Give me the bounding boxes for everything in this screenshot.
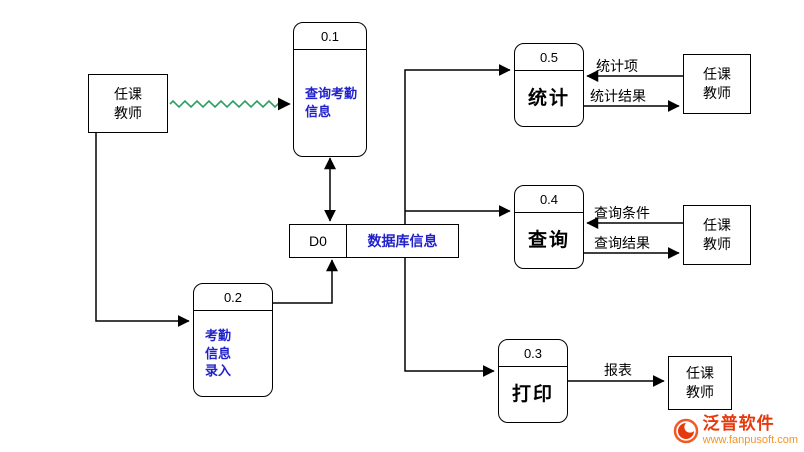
process-04-label: 查询: [527, 229, 570, 251]
fanpu-logo-icon: [673, 418, 699, 444]
process-05-id: 0.5: [515, 44, 583, 71]
flow-label-report: 报表: [604, 362, 632, 378]
flow-label-stats-result: 统计结果: [590, 88, 646, 104]
flow-wavy-teacher-to-p01: [169, 97, 291, 111]
watermark: 泛普软件 www.fanpusoft.com: [673, 415, 798, 446]
process-02-label: 考勤 信息 录入: [205, 328, 232, 379]
watermark-url: www.fanpusoft.com: [702, 433, 798, 446]
flow-p02-to-d0: [271, 259, 338, 304]
process-04-id: 0.4: [515, 186, 583, 213]
process-02-attendance-entry: 0.2 考勤 信息 录入: [193, 283, 273, 397]
process-02-id: 0.2: [194, 284, 272, 311]
datastore-d0: D0 数据库信息: [289, 224, 459, 258]
datastore-d0-id: D0: [290, 225, 347, 257]
process-01-id: 0.1: [294, 23, 366, 50]
flow-label-stats-item: 统计项: [596, 58, 638, 74]
datastore-d0-label: 数据库信息: [367, 233, 438, 249]
watermark-brand: 泛普软件: [702, 414, 775, 434]
entity-teacher-top-left: 任课 教师: [88, 74, 168, 133]
entity-teacher-right-middle: 任课 教师: [683, 205, 751, 265]
flow-d0-to-p03: [404, 256, 495, 377]
process-03-print: 0.3 打印: [498, 339, 568, 423]
entity-teacher-right-bottom: 任课 教师: [668, 356, 732, 410]
process-03-id: 0.3: [499, 340, 567, 367]
flow-teacher-to-p02: [95, 131, 190, 327]
process-01-query-attendance: 0.1 查询考勤 信息: [293, 22, 367, 157]
process-04-query: 0.4 查询: [514, 185, 584, 269]
entity-teacher-right-top: 任课 教师: [683, 54, 751, 114]
flow-label-query-result: 查询结果: [594, 235, 650, 251]
process-03-label: 打印: [511, 383, 554, 405]
process-05-label: 统计: [527, 87, 570, 109]
flow-label-query-condition: 查询条件: [594, 205, 650, 221]
process-01-label: 查询考勤 信息: [305, 86, 358, 119]
process-05-statistics: 0.5 统计: [514, 43, 584, 127]
flow-d0-to-p05: [404, 64, 511, 224]
